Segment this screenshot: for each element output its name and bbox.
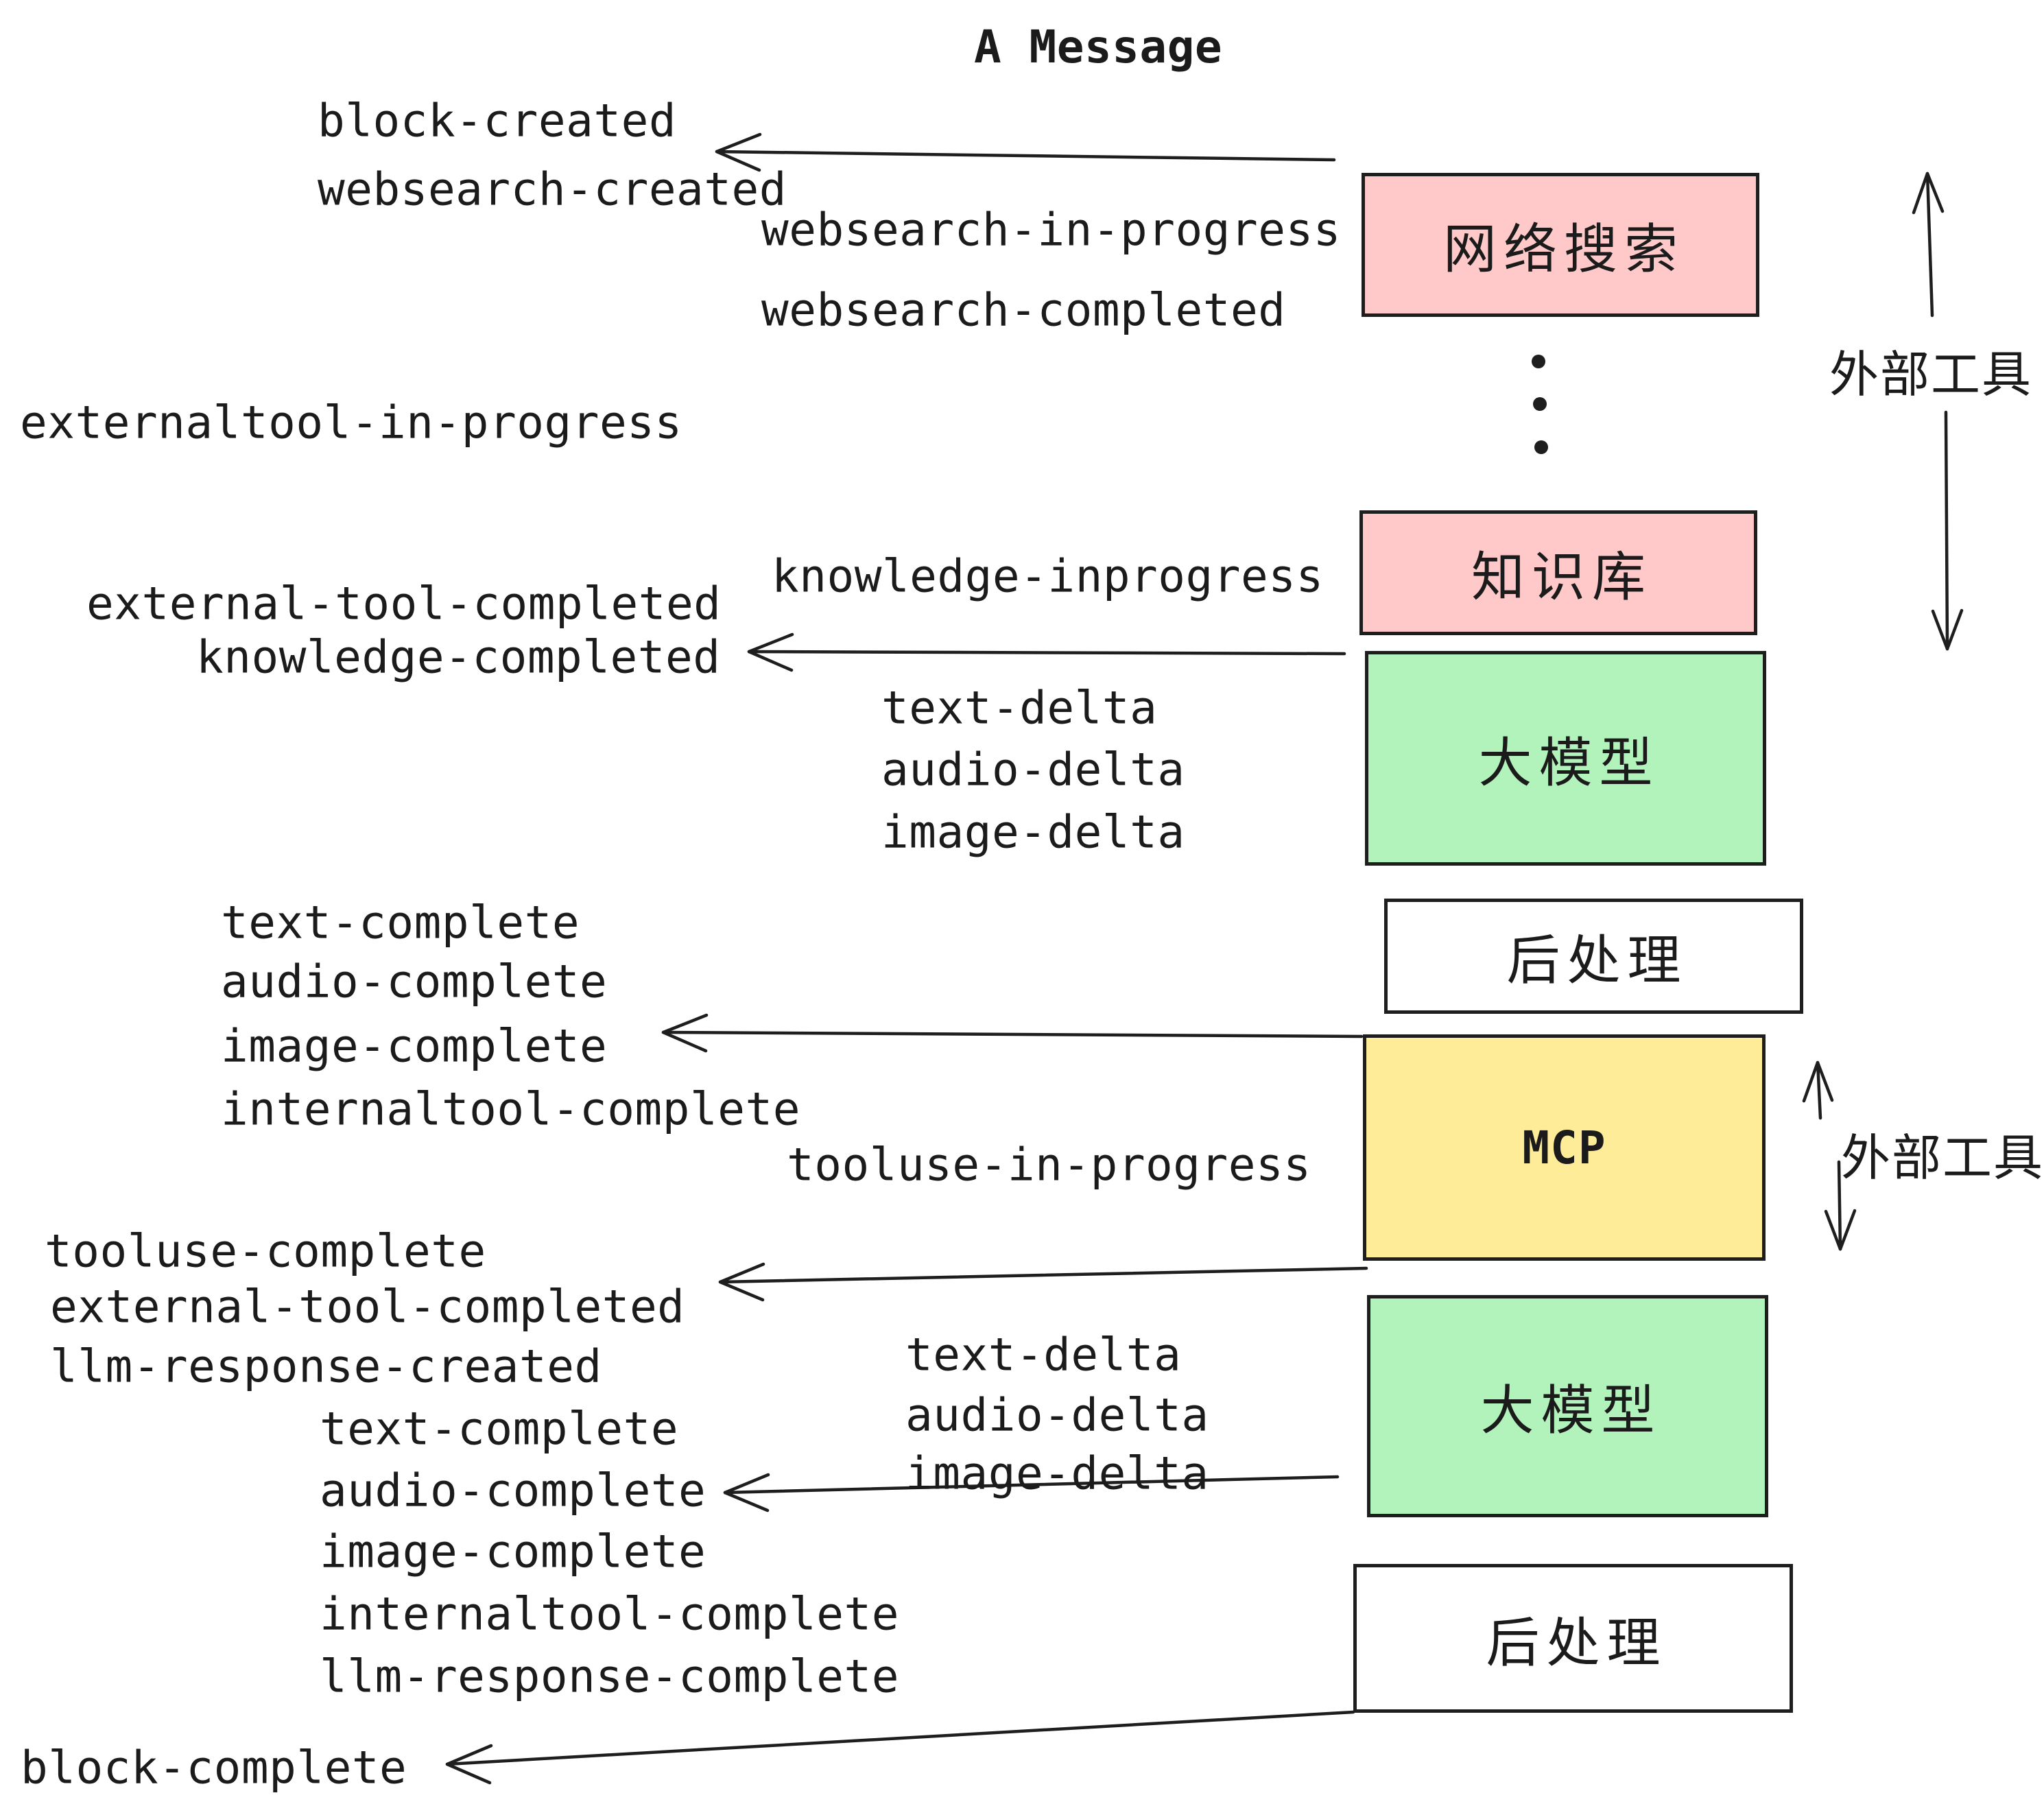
node-mcp-label: MCP bbox=[1522, 1121, 1606, 1174]
arrow-image-complete bbox=[661, 1013, 1364, 1053]
node-llm-2-label: 大模型 bbox=[1480, 1380, 1662, 1442]
arrow-external-tools-top-down bbox=[1931, 410, 1964, 651]
event-image-complete-1: image-complete bbox=[221, 1019, 608, 1073]
event-text-delta-1: text-delta bbox=[881, 681, 1158, 735]
event-knowledge-inprogress: knowledge-inprogress bbox=[772, 549, 1324, 603]
event-knowledge-completed: knowledge-completed bbox=[196, 630, 721, 684]
node-postprocess-2-label: 后处理 bbox=[1486, 1612, 1667, 1674]
event-block-created: block-created bbox=[318, 94, 677, 147]
arrow-block-complete bbox=[445, 1710, 1355, 1785]
event-tooluse-in-progress: tooluse-in-progress bbox=[787, 1138, 1311, 1191]
event-llm-response-created: llm-response-created bbox=[50, 1340, 602, 1393]
arrow-block-created bbox=[715, 132, 1336, 172]
diagram-title: A Message bbox=[974, 21, 1223, 73]
node-llm-1-label: 大模型 bbox=[1478, 732, 1660, 794]
arrow-audio-complete bbox=[723, 1473, 1340, 1512]
event-tooluse-complete: tooluse-complete bbox=[45, 1224, 486, 1278]
node-knowledge-label: 知识库 bbox=[1471, 547, 1652, 608]
side-label-external-tools-mid: 外部工具 bbox=[1841, 1129, 2044, 1187]
side-label-external-tools-top: 外部工具 bbox=[1829, 346, 2033, 403]
event-audio-delta-2: audio-delta bbox=[905, 1388, 1209, 1442]
event-llm-response-complete: llm-response-complete bbox=[320, 1650, 899, 1703]
node-llm-2: 大模型 bbox=[1367, 1295, 1768, 1517]
event-image-complete-2: image-complete bbox=[320, 1525, 706, 1578]
node-postprocess-1: 后处理 bbox=[1384, 899, 1803, 1014]
arrow-external-tools-mid-down bbox=[1824, 1160, 1857, 1251]
event-image-delta-1: image-delta bbox=[881, 805, 1185, 859]
node-postprocess-2: 后处理 bbox=[1353, 1564, 1793, 1713]
event-external-tool-completed-1: external-tool-completed bbox=[86, 577, 722, 630]
event-internaltool-complete-1: internaltool-complete bbox=[221, 1082, 800, 1136]
event-audio-complete-1: audio-complete bbox=[221, 955, 608, 1008]
event-audio-complete-2: audio-complete bbox=[320, 1464, 706, 1517]
ellipsis-dots bbox=[1532, 355, 1548, 454]
event-image-delta-2: image-delta bbox=[905, 1447, 1209, 1500]
node-websearch-label: 网络搜索 bbox=[1442, 219, 1685, 281]
arrow-tooluse-complete bbox=[718, 1262, 1368, 1302]
node-websearch: 网络搜索 bbox=[1362, 173, 1759, 317]
node-llm-1: 大模型 bbox=[1365, 651, 1766, 866]
arrow-external-tools-top-up bbox=[1912, 171, 1945, 318]
node-knowledge: 知识库 bbox=[1359, 510, 1757, 635]
node-postprocess-1-label: 后处理 bbox=[1506, 930, 1688, 992]
event-websearch-in-progress: websearch-in-progress bbox=[761, 203, 1341, 257]
arrow-external-tools-mid-up bbox=[1802, 1060, 1834, 1120]
event-externaltool-in-progress: externaltool-in-progress bbox=[20, 396, 682, 449]
event-internaltool-complete-2: internaltool-complete bbox=[320, 1587, 899, 1641]
event-audio-delta-1: audio-delta bbox=[881, 743, 1185, 796]
arrow-knowledge-completed bbox=[747, 632, 1346, 672]
event-websearch-created: websearch-created bbox=[318, 163, 787, 216]
event-block-complete: block-complete bbox=[21, 1741, 407, 1794]
event-text-complete-1: text-complete bbox=[221, 896, 580, 949]
node-mcp: MCP bbox=[1363, 1034, 1766, 1261]
event-websearch-completed: websearch-completed bbox=[761, 283, 1286, 337]
event-text-delta-2: text-delta bbox=[905, 1328, 1182, 1381]
event-text-complete-2: text-complete bbox=[320, 1402, 679, 1456]
event-external-tool-completed-2: external-tool-completed bbox=[50, 1280, 685, 1333]
